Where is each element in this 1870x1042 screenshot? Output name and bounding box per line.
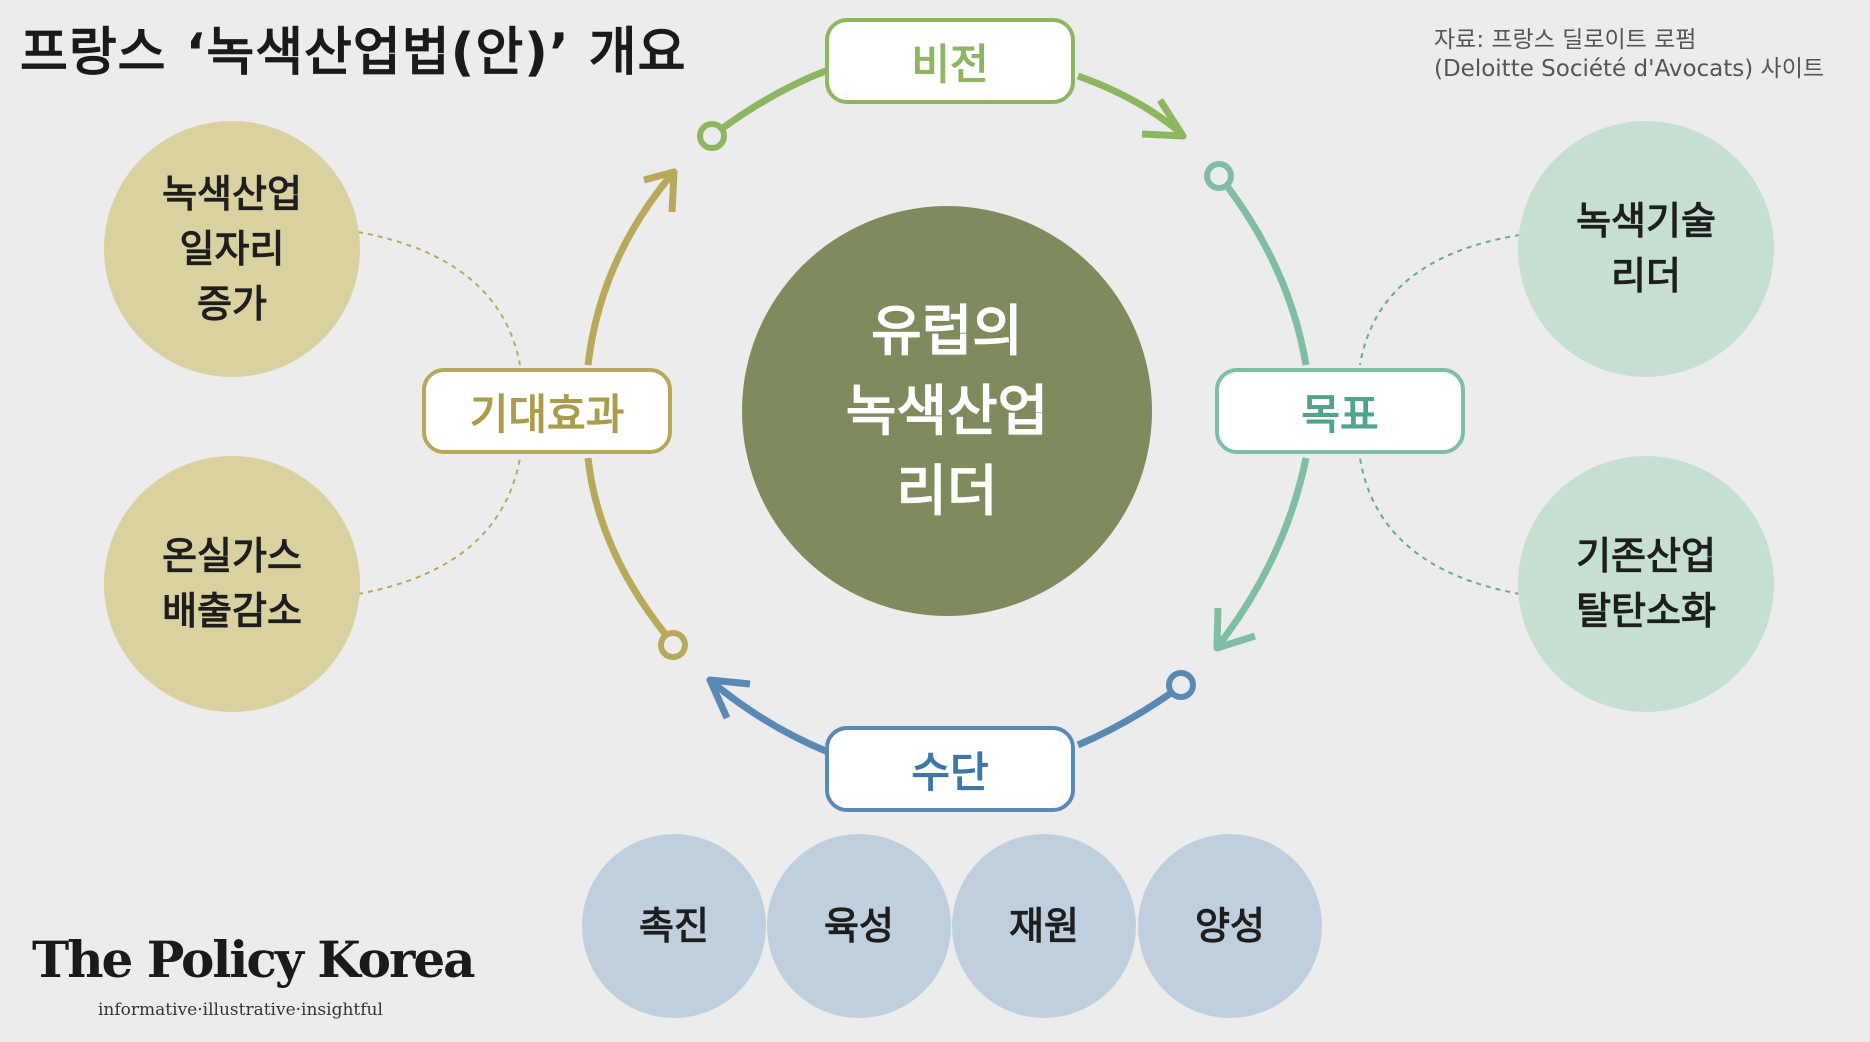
effect-arrowhead: [643, 168, 678, 213]
goal-label: 목표: [1301, 389, 1379, 439]
center-line-2: 녹색산업: [845, 379, 1049, 443]
means-circle: 재원: [952, 834, 1136, 1018]
vision-arrowhead: [1141, 98, 1187, 140]
vision-pill: 비전: [825, 18, 1075, 104]
page-title: 프랑스 ‘녹색산업법(안)’ 개요: [20, 23, 687, 83]
means-arc-left: [709, 679, 830, 756]
goal-circle-decarbon: 기존산업 탈탄소화: [1518, 456, 1774, 712]
vision-arc-left: [709, 66, 830, 139]
effect-circle-line: 증가: [197, 281, 267, 326]
effect-arc-start-dot: [658, 630, 688, 660]
source-line-1: 자료: 프랑스 딜로이트 로펌: [1434, 27, 1697, 53]
effect-circle-line: 배출감소: [162, 589, 302, 633]
effect-pill: 기대효과: [422, 368, 672, 454]
logo-name: The Policy Korea: [32, 930, 476, 989]
goal-arrowhead: [1213, 607, 1257, 652]
goal-circle-tech: 녹색기술 리더: [1518, 121, 1774, 377]
goal-pill: 목표: [1215, 368, 1465, 454]
connector-effect-top: [357, 231, 521, 366]
effect-circle-line: 온실가스: [162, 534, 302, 578]
source-line-2: (Deloitte Société d'Avocats) 사이트: [1434, 56, 1825, 82]
vision-arc-start-dot: [697, 121, 727, 151]
connector-effect-bottom: [357, 457, 521, 595]
vision-label: 비전: [911, 39, 989, 89]
means-circle: 양성: [1138, 834, 1322, 1018]
effect-arc-bottom: [584, 457, 669, 638]
means-label: 수단: [911, 747, 989, 797]
means-arc-right: [1076, 690, 1173, 749]
effect-circle-line: 일자리: [179, 226, 285, 271]
goal-circle-line: 탈탄소화: [1576, 589, 1716, 633]
means-circle-label: 양성: [1195, 903, 1265, 948]
goal-circle-line: 리더: [1611, 254, 1681, 298]
goal-arc-start-dot: [1204, 161, 1234, 191]
effect-circle-jobs: 녹색산업 일자리 증가: [104, 121, 360, 377]
goal-arc-bottom: [1215, 457, 1310, 649]
means-circle-label: 촉진: [639, 903, 709, 948]
means-circle: 육성: [767, 834, 951, 1018]
means-pill: 수단: [825, 726, 1075, 812]
goal-arc-top: [1224, 183, 1310, 366]
goal-circle-line: 녹색기술: [1576, 199, 1716, 243]
means-circle-label: 재원: [1009, 903, 1079, 948]
means-arrowhead: [706, 676, 751, 720]
connector-goal-top: [1359, 234, 1521, 366]
center-line-3: 리더: [896, 459, 998, 523]
effect-circle-line: 녹색산업: [162, 171, 302, 216]
effect-circle-emissions: 온실가스 배출감소: [104, 456, 360, 712]
effect-label: 기대효과: [469, 389, 625, 439]
means-arc-start-dot: [1166, 670, 1196, 700]
source-note: 자료: 프랑스 딜로이트 로펌 (Deloitte Société d'Avoc…: [1434, 26, 1824, 84]
center-line-1: 유럽의: [871, 299, 1023, 363]
means-circle: 촉진: [582, 834, 766, 1018]
effect-arc-top: [584, 171, 675, 366]
center-circle: 유럽의 녹색산업 리더: [742, 206, 1152, 616]
logo-tagline: informative·illustrative·insightful: [98, 1000, 383, 1020]
means-circle-label: 육성: [824, 903, 894, 948]
connector-goal-bottom: [1359, 457, 1521, 595]
goal-circle-line: 기존산업: [1576, 534, 1716, 578]
